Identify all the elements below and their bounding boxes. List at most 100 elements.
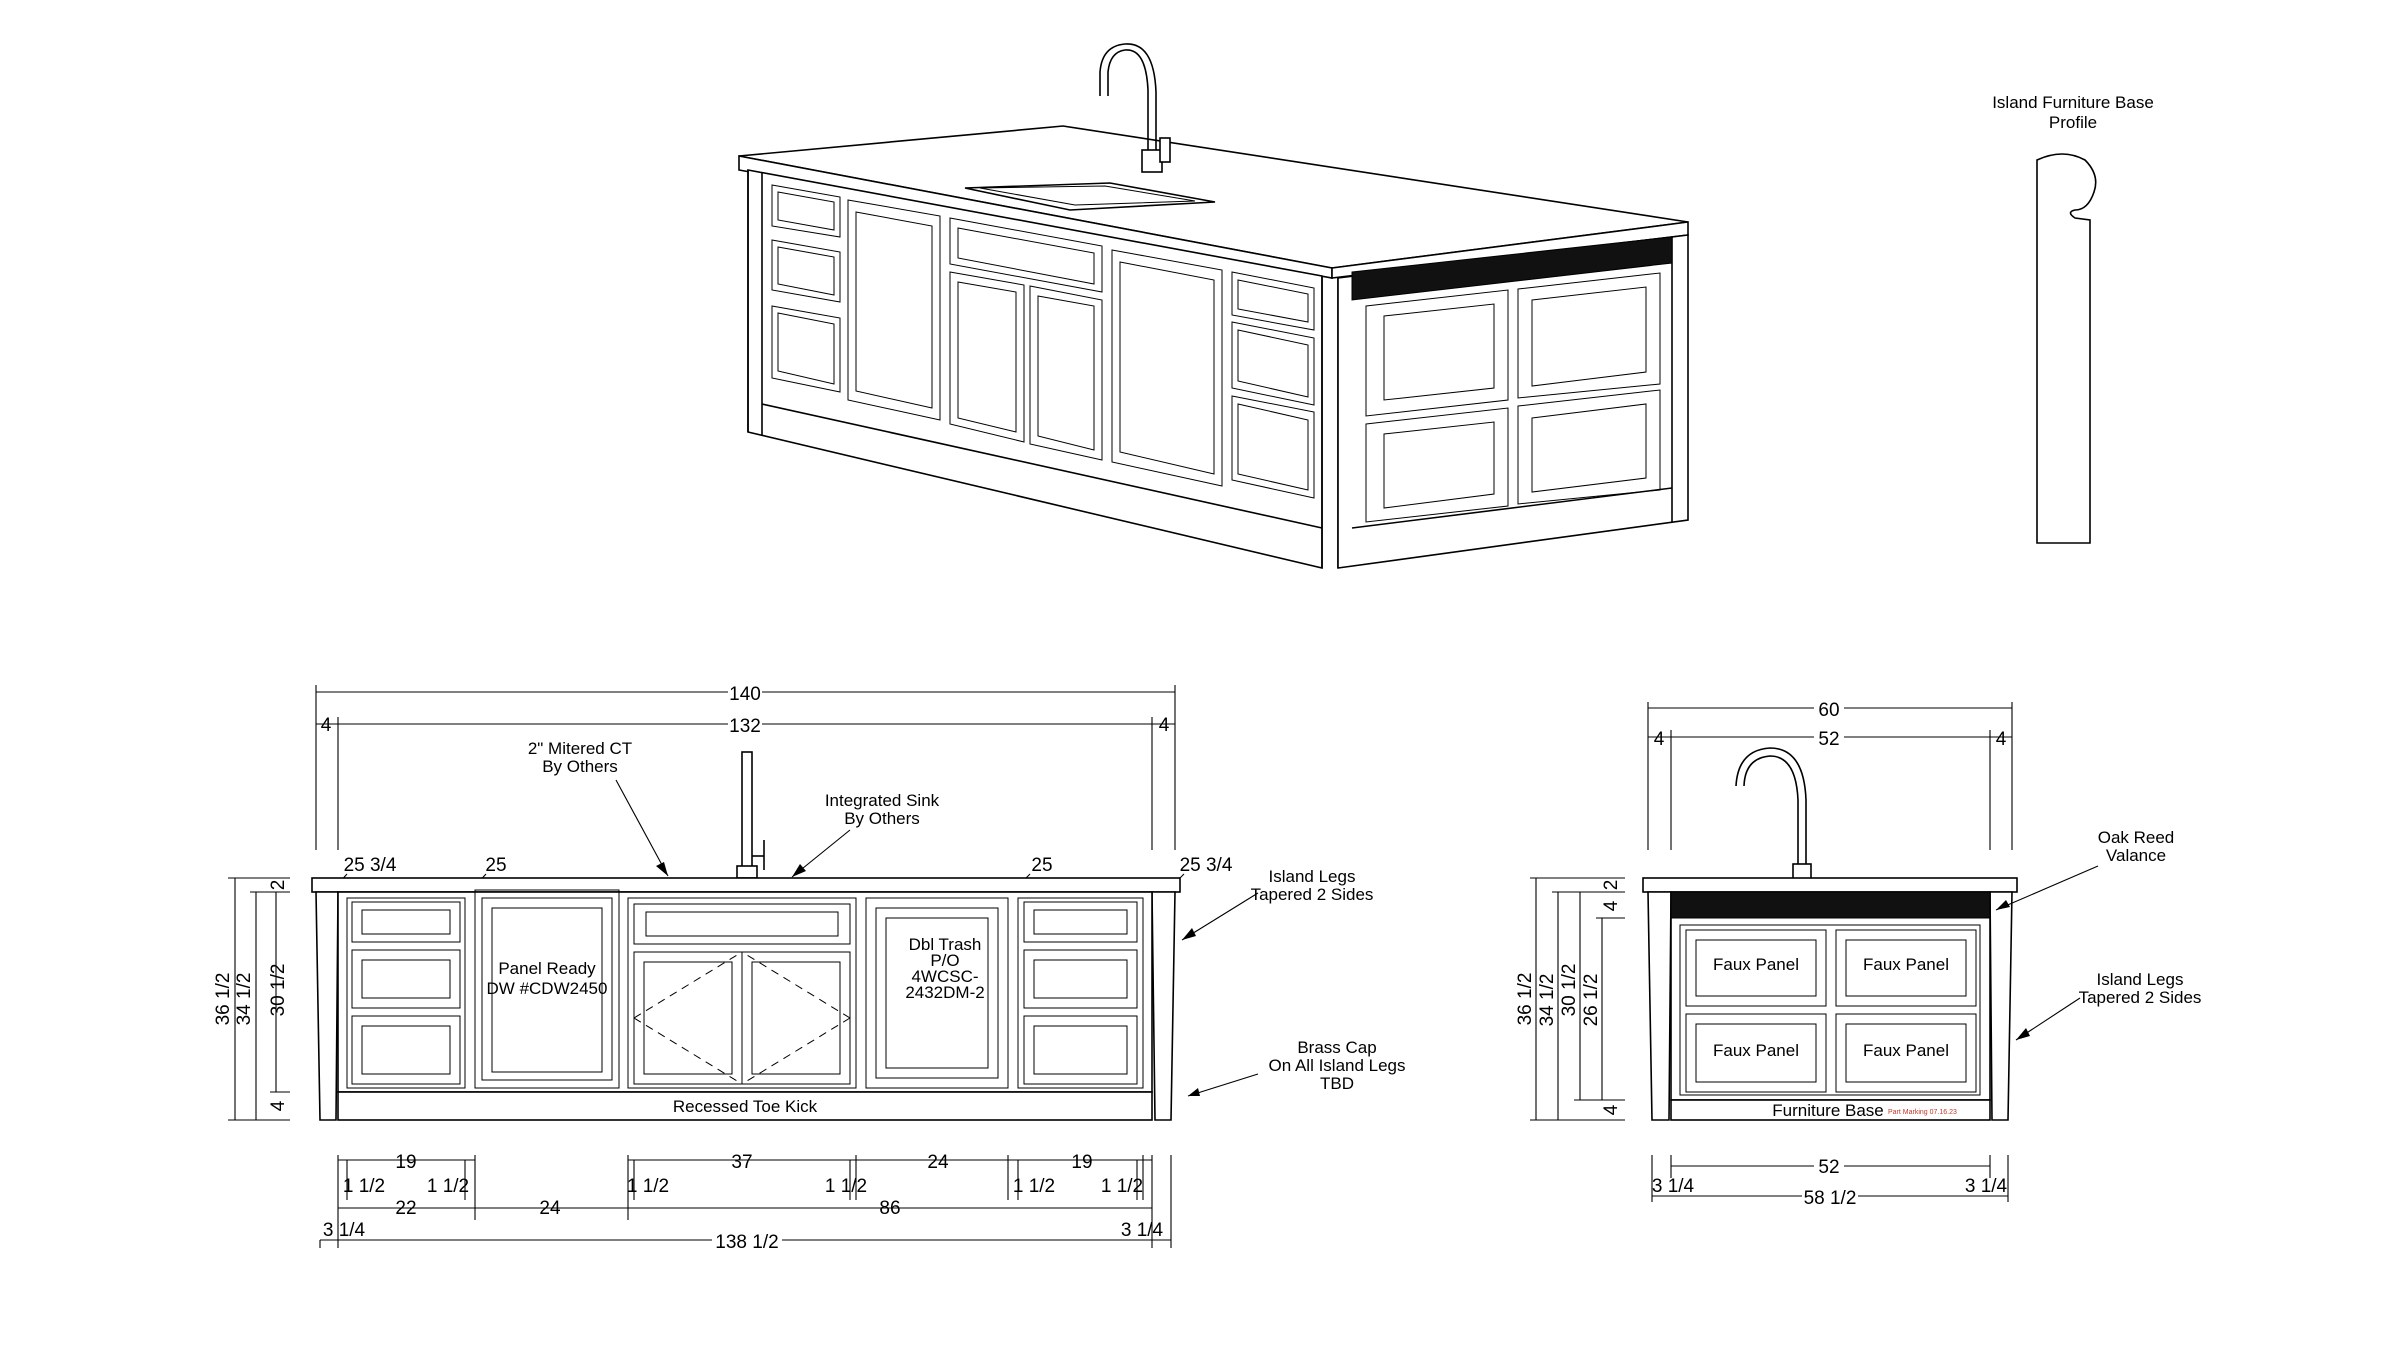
front-drawer-bank-left	[771, 184, 841, 393]
front-left-drawer-bank	[346, 897, 466, 1089]
front-trash-panel-elev	[865, 897, 1009, 1089]
side-oak-valance	[1670, 891, 1991, 919]
note-integrated-sink-line2: By Others	[844, 809, 920, 828]
front-right-drawer-bank	[1017, 897, 1144, 1089]
sink-door-swing	[633, 951, 851, 1085]
part-marking-stamp: Part Marking 07.16.23	[1888, 1109, 1957, 1116]
note-integrated-sink-line1: Integrated Sink	[825, 791, 940, 810]
profile-title-line2: Profile	[2049, 113, 2097, 132]
leader-island-legs	[1181, 892, 1259, 941]
side-elevation-view: 60 52 4 4 Faux Panel Faux Panel Faux Pan…	[1515, 696, 2201, 1209]
note-mitered-ct-line2: By Others	[542, 757, 618, 776]
front-countertop	[311, 877, 1181, 893]
note-brass-cap-line1: Brass Cap	[1297, 1038, 1376, 1057]
dim-front-leg-right: 4	[1159, 715, 1170, 736]
base-profile-detail: Island Furniture Base Profile	[1992, 93, 2154, 544]
dim-front-base-length: 138 1/2	[715, 1232, 778, 1253]
profile-shape	[2036, 153, 2097, 544]
dim-side-overhang-right: 3 1/4	[1965, 1176, 2008, 1197]
side-faucet	[1743, 755, 1799, 880]
note-brass-cap-line2: On All Island Legs	[1268, 1056, 1405, 1075]
dim-side-total-height: 36 1/2	[1515, 973, 1536, 1026]
front-leg-right	[1151, 891, 1176, 1121]
note-side-legs-line1: Island Legs	[2097, 970, 2184, 989]
dim-side-overhang-left: 3 1/4	[1652, 1176, 1695, 1197]
label-faux-panel-top-left: Faux Panel	[1713, 955, 1799, 974]
dim-front-overall-width: 140	[729, 684, 761, 705]
side-faux-panels	[1365, 272, 1661, 523]
dim-side-case-height: 34 1/2	[1537, 974, 1558, 1027]
dim-front-stile-5: 1 1/2	[1013, 1176, 1055, 1197]
side-countertop	[1642, 877, 2018, 893]
front-sink-base	[949, 217, 1103, 461]
front-toe-kick	[337, 1091, 1153, 1121]
side-leg-left	[1647, 891, 1672, 1121]
leader-mitered-ct	[615, 779, 669, 877]
front-dishwasher-panel	[847, 199, 941, 421]
front-case-body	[337, 891, 1153, 1093]
leader-brass-cap	[1187, 1073, 1259, 1097]
dim-side-ct-height: 2	[1601, 880, 1622, 891]
label-dw-model: DW #CDW2450	[487, 979, 608, 998]
note-side-legs-line2: Tapered 2 Sides	[2079, 988, 2202, 1007]
sink-basin	[979, 185, 1196, 206]
dim-front-center-run: 86	[879, 1198, 900, 1219]
dim-front-left-bank-width: 22	[395, 1198, 416, 1219]
dim-depth-right-end: 25 3/4	[1180, 855, 1233, 876]
note-oak-reed-line2: Valance	[2106, 846, 2166, 865]
dim-side-base-inner: 52	[1818, 1157, 1839, 1178]
dim-front-trash-width: 24	[927, 1152, 949, 1173]
faucet	[1107, 49, 1149, 158]
sink-rim	[964, 182, 1216, 211]
dim-side-leg-right: 4	[1996, 729, 2007, 750]
faucet-base	[1141, 149, 1163, 173]
note-island-legs-line1: Island Legs	[1269, 867, 1356, 886]
front-bottom-dimension-lines	[319, 1155, 1172, 1248]
label-trash-po: P/O	[930, 951, 959, 970]
dim-front-dw-width: 24	[539, 1198, 561, 1219]
label-trash-model-1: 4WCSC-	[911, 967, 978, 986]
dim-front-box-height: 30 1/2	[268, 964, 289, 1017]
dim-front-stile-6: 1 1/2	[1101, 1176, 1143, 1197]
dim-depth-right-inner: 25	[1031, 855, 1052, 876]
note-oak-reed-line1: Oak Reed	[2098, 828, 2175, 847]
side-furniture-base	[1670, 1099, 1991, 1121]
dim-side-overall-width: 60	[1818, 700, 1839, 721]
faucet-handle	[1159, 137, 1171, 163]
label-panel-ready: Panel Ready	[498, 959, 596, 978]
front-drawer-bank-right	[1231, 271, 1315, 499]
dim-front-stile-1: 1 1/2	[343, 1176, 385, 1197]
island-perspective-view	[738, 43, 1689, 570]
dim-front-ct-height: 2	[268, 880, 289, 891]
dim-front-leg-left: 4	[321, 715, 332, 736]
label-recessed-toe-kick: Recessed Toe Kick	[673, 1097, 818, 1116]
note-mitered-ct-line1: 2" Mitered CT	[528, 739, 632, 758]
dim-side-kick-height: 4	[1601, 1104, 1622, 1115]
dim-front-stile-2: 1 1/2	[427, 1176, 469, 1197]
label-faux-panel-bottom-right: Faux Panel	[1863, 1041, 1949, 1060]
dim-side-box-height: 30 1/2	[1559, 964, 1580, 1017]
label-trash-model-2: 2432DM-2	[905, 983, 984, 1002]
dim-front-stile-3: 1 1/2	[627, 1176, 669, 1197]
side-faux-panel-frames	[1685, 929, 1977, 1093]
dim-side-valance-height: 4	[1601, 900, 1622, 911]
side-leg-right	[1989, 891, 2013, 1121]
dim-front-overhang-right: 3 1/4	[1121, 1220, 1164, 1241]
label-furniture-base: Furniture Base	[1772, 1101, 1884, 1120]
dim-front-stile-4: 1 1/2	[825, 1176, 867, 1197]
dim-front-kick-height: 4	[268, 1100, 289, 1111]
elevation-faucet	[741, 751, 753, 871]
dim-front-inner-width: 132	[729, 716, 761, 737]
dim-side-leg-left: 4	[1654, 729, 1665, 750]
dim-front-total-height: 36 1/2	[213, 973, 234, 1026]
dim-depth-left-end: 25 3/4	[344, 855, 397, 876]
label-dbl-trash: Dbl Trash	[909, 935, 982, 954]
dim-side-panel-height: 26 1/2	[1581, 974, 1602, 1027]
dim-side-base-length: 58 1/2	[1804, 1188, 1857, 1209]
dim-front-drawer-right-width: 19	[1071, 1152, 1092, 1173]
note-brass-cap-line3: TBD	[1320, 1074, 1354, 1093]
dim-front-sink-width: 37	[731, 1152, 752, 1173]
label-faux-panel-top-right: Faux Panel	[1863, 955, 1949, 974]
front-leg-left	[315, 891, 339, 1121]
front-dishwasher-panel-elev	[474, 889, 620, 1089]
